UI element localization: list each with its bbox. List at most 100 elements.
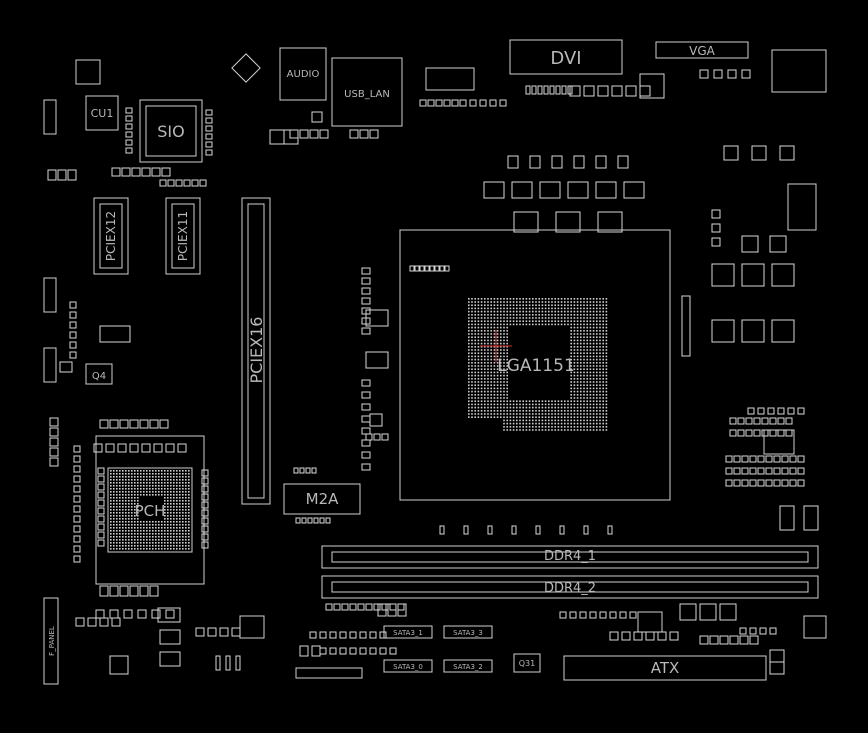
- cpu-socket-outline: [399, 229, 671, 501]
- ball: [560, 307, 563, 310]
- ball: [119, 518, 121, 520]
- ball: [173, 524, 175, 526]
- ball: [480, 374, 483, 377]
- ball: [170, 539, 172, 541]
- ball: [131, 521, 133, 523]
- ball: [548, 301, 550, 303]
- ball: [493, 352, 496, 354]
- ball: [586, 355, 588, 358]
- ball: [128, 533, 130, 535]
- ball: [471, 371, 473, 374]
- q31-label: Q31: [519, 659, 535, 668]
- ball: [567, 304, 569, 306]
- pad: [621, 631, 631, 641]
- ball: [477, 416, 480, 418]
- ball: [474, 362, 476, 364]
- ball: [573, 390, 576, 393]
- ball: [496, 400, 499, 402]
- ball: [152, 536, 154, 538]
- ball: [567, 419, 569, 422]
- ball: [576, 413, 579, 415]
- ball: [580, 400, 582, 402]
- ball: [512, 406, 515, 409]
- pad: [699, 603, 717, 621]
- ball: [188, 473, 190, 475]
- ball: [134, 494, 136, 496]
- pad: [789, 479, 797, 487]
- ball: [570, 390, 572, 393]
- ball: [516, 317, 518, 319]
- ball: [179, 539, 181, 541]
- ball: [599, 349, 601, 351]
- ball: [116, 539, 118, 541]
- ball: [554, 304, 556, 306]
- ball: [589, 298, 592, 300]
- ball: [137, 539, 139, 541]
- pad: [205, 149, 213, 156]
- ball: [583, 298, 585, 300]
- ball: [576, 410, 579, 412]
- ball: [516, 304, 518, 306]
- ball: [551, 416, 553, 418]
- ball: [474, 336, 476, 338]
- ball: [182, 542, 184, 544]
- ball: [583, 371, 585, 374]
- q31-part: [513, 653, 541, 673]
- vga-label: VGA: [689, 44, 716, 58]
- ball: [509, 301, 512, 303]
- pad: [709, 635, 719, 645]
- vga-connector: [655, 41, 749, 59]
- pad: [125, 123, 133, 130]
- ball: [586, 381, 588, 383]
- pad: [733, 479, 741, 487]
- pad: [657, 631, 667, 641]
- ball: [570, 416, 572, 418]
- ball: [592, 426, 595, 428]
- ball: [580, 330, 582, 332]
- ball: [560, 413, 563, 415]
- ball: [576, 387, 579, 390]
- ball: [496, 320, 499, 322]
- ball: [176, 506, 178, 508]
- ball: [484, 358, 486, 361]
- ball: [125, 488, 127, 490]
- pad: [711, 237, 721, 247]
- ball: [110, 548, 112, 550]
- ball: [176, 530, 178, 532]
- ball: [140, 530, 142, 532]
- ball: [113, 521, 115, 523]
- ball: [182, 482, 184, 484]
- ball: [548, 416, 550, 418]
- ball: [468, 362, 470, 364]
- ball: [506, 336, 508, 338]
- ball: [490, 339, 492, 342]
- ball: [167, 503, 169, 505]
- ball: [152, 476, 154, 478]
- ball: [576, 298, 579, 300]
- ball: [484, 310, 486, 313]
- ball: [602, 378, 604, 380]
- ball: [580, 416, 582, 418]
- ball: [167, 485, 169, 487]
- ball: [113, 539, 115, 541]
- pad: [511, 181, 533, 199]
- ball: [506, 426, 508, 428]
- ball: [188, 485, 190, 487]
- ball: [586, 326, 588, 329]
- ball: [468, 349, 470, 351]
- ball: [170, 536, 172, 538]
- ball: [602, 413, 604, 415]
- ball: [602, 429, 604, 431]
- ball: [528, 301, 531, 303]
- ball: [496, 330, 499, 332]
- ball: [583, 355, 585, 358]
- ball: [560, 301, 563, 303]
- ball: [182, 494, 184, 496]
- ball: [509, 304, 512, 306]
- ball: [143, 542, 145, 544]
- ball: [602, 384, 604, 386]
- ball: [161, 494, 163, 496]
- pad: [73, 445, 81, 453]
- ball: [496, 397, 499, 399]
- ball: [583, 333, 585, 335]
